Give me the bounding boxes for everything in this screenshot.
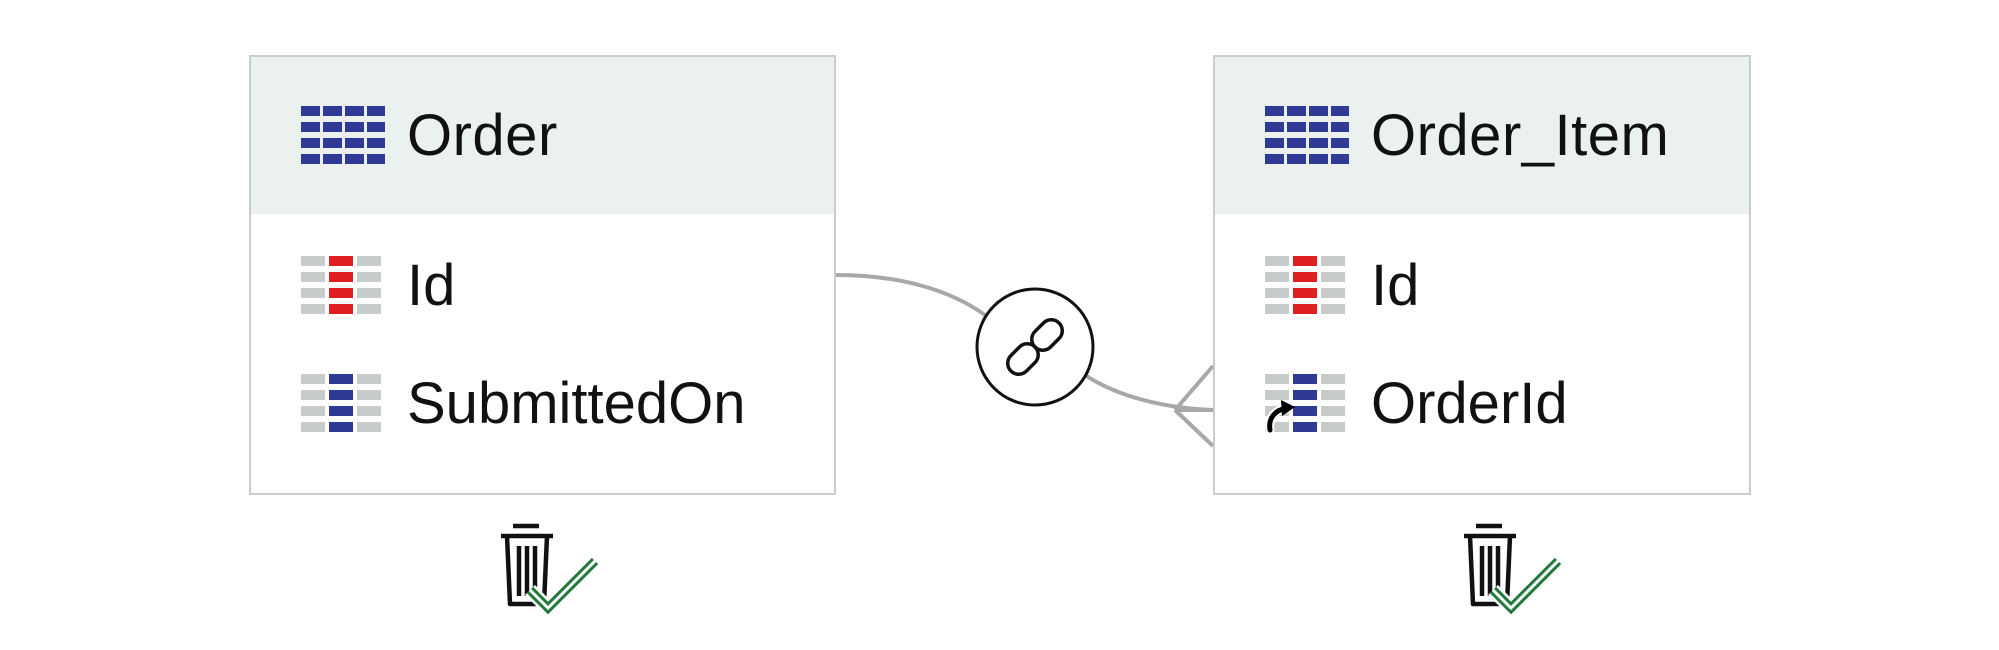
relationship-line: [1083, 373, 1214, 412]
field-row-submittedon[interactable]: SubmittedOn: [301, 370, 746, 437]
foreign-key-arrow-icon: [1265, 399, 1295, 434]
delete-check-icon[interactable]: [497, 520, 603, 620]
relationship-line: [835, 273, 987, 317]
trash-icon: [501, 523, 553, 607]
foreign-key-column-icon: [1265, 373, 1349, 434]
entity-header: Order: [251, 57, 834, 214]
entity-order[interactable]: Order Id: [249, 55, 836, 495]
field-label: OrderId: [1371, 371, 1568, 436]
primary-key-column-icon: [301, 255, 385, 316]
field-row-orderid[interactable]: OrderId: [1265, 370, 1568, 437]
field-row-id[interactable]: Id: [301, 252, 455, 319]
field-label: SubmittedOn: [407, 371, 746, 436]
field-row-id[interactable]: Id: [1265, 252, 1419, 319]
column-icon: [301, 373, 385, 434]
trash-icon: [1464, 523, 1516, 607]
entity-header: Order_Item: [1215, 57, 1749, 214]
delete-check-icon[interactable]: [1460, 520, 1566, 620]
primary-key-column-icon: [1265, 255, 1349, 316]
field-label: Id: [407, 253, 456, 318]
link-icon[interactable]: [975, 287, 1095, 407]
entity-title: Order_Item: [1371, 103, 1670, 168]
table-icon: [1265, 105, 1349, 166]
entity-title: Order: [407, 103, 558, 168]
entity-order-item[interactable]: Order_Item Id: [1213, 55, 1751, 495]
table-icon: [301, 105, 385, 166]
crows-foot: [1173, 364, 1215, 448]
field-label: Id: [1371, 253, 1420, 318]
